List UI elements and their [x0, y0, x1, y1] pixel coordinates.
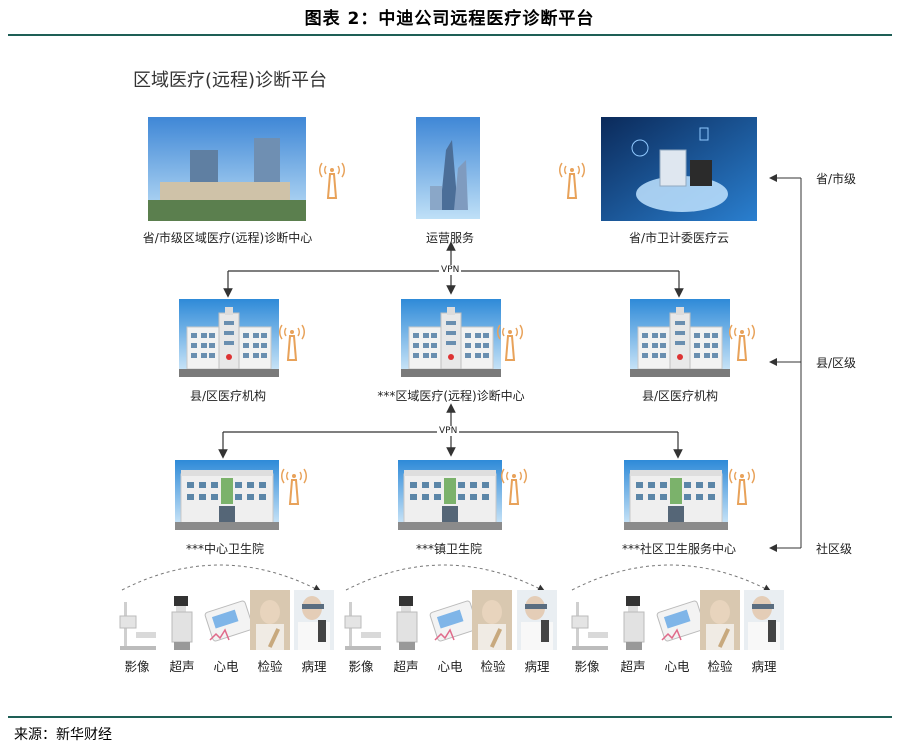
node-county-right: 县/区医疗机构	[620, 387, 740, 404]
service-imaging-label: 影像	[339, 656, 383, 675]
service-ecg-label: 心电	[204, 656, 248, 675]
node-community-center: ***社区卫生服务中心	[604, 540, 754, 557]
source-note: 来源：新华财经	[14, 724, 112, 744]
service-pathology-label: 病理	[515, 656, 559, 675]
service-pathology-label: 病理	[742, 656, 786, 675]
level-county: 县/区级	[816, 354, 856, 371]
level-community: 社区级	[816, 540, 852, 557]
node-town-hospital: ***镇卫生院	[394, 540, 504, 557]
service-imaging-label: 影像	[565, 656, 609, 675]
service-ecg-label: 心电	[655, 656, 699, 675]
cloud-photo	[601, 117, 757, 221]
service-lab-label: 检验	[248, 656, 292, 675]
level-province: 省/市级	[816, 170, 856, 187]
node-county-left: 县/区医疗机构	[168, 387, 288, 404]
node-regional-center: ***区域医疗(远程)诊断中心	[364, 387, 538, 404]
service-ultrasound-label: 超声	[611, 656, 655, 675]
vpn-label-middle: VPN	[437, 426, 459, 436]
top-center-photo	[148, 117, 306, 221]
service-ecg-label: 心电	[428, 656, 472, 675]
operations-photo	[416, 117, 480, 219]
service-imaging-label: 影像	[115, 656, 159, 675]
service-lab-label: 检验	[698, 656, 742, 675]
node-provincial-center: 省/市级区域医疗(远程)诊断中心	[140, 229, 315, 246]
footer-divider	[8, 716, 892, 718]
service-lab-label: 检验	[471, 656, 515, 675]
node-operations: 运营服务	[410, 229, 490, 246]
node-central-hospital: ***中心卫生院	[170, 540, 280, 557]
vpn-label-top: VPN	[439, 265, 461, 275]
node-cloud: 省/市卫计委医疗云	[604, 229, 754, 246]
service-ultrasound-label: 超声	[160, 656, 204, 675]
service-pathology-label: 病理	[292, 656, 336, 675]
service-ultrasound-label: 超声	[384, 656, 428, 675]
